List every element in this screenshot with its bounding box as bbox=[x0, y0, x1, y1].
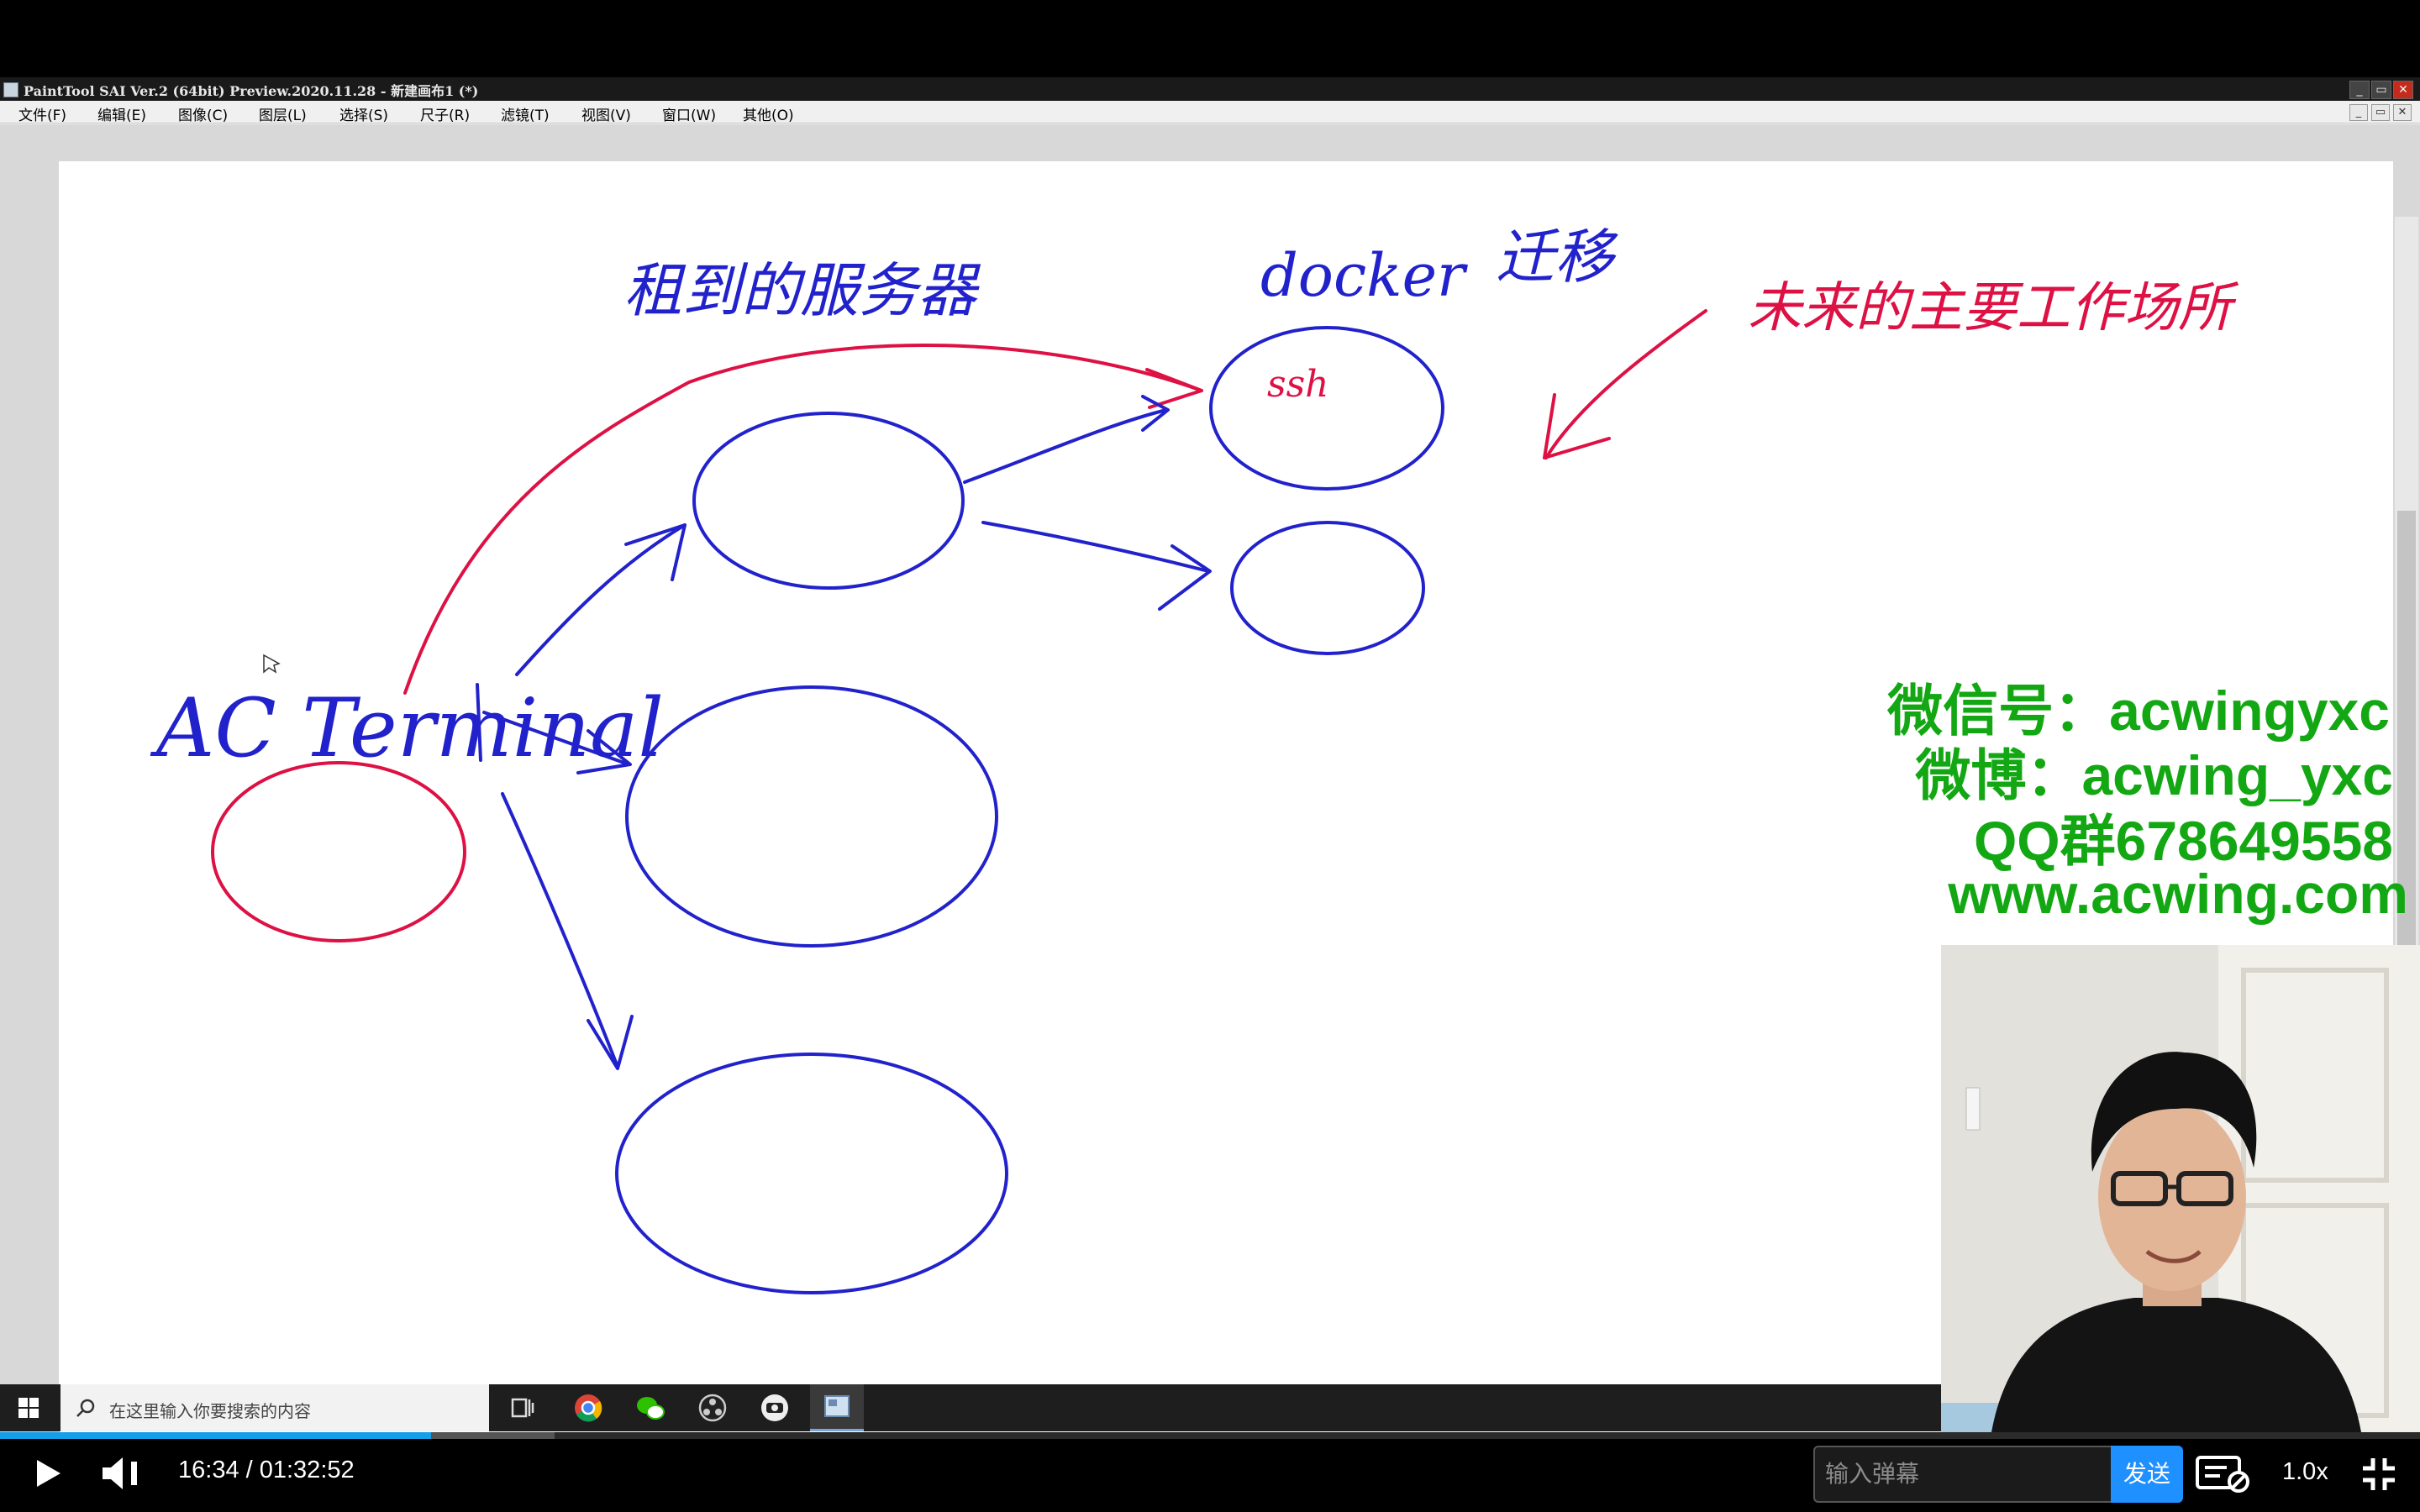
server-ellipse-1 bbox=[692, 412, 965, 590]
terminal-bar bbox=[476, 683, 482, 762]
playback-speed-button[interactable]: 1.0x bbox=[2282, 1458, 2328, 1485]
ac-terminal-label: AC Terminal bbox=[150, 681, 664, 775]
workplace-arrowhead bbox=[1543, 393, 1611, 459]
obs-icon[interactable] bbox=[692, 1391, 733, 1425]
future-workplace-label: 未来的主要工作场所 bbox=[1748, 277, 2239, 339]
arrow-to-docker-2 bbox=[981, 521, 1210, 573]
search-placeholder: 在这里输入你要搜索的内容 bbox=[109, 1401, 311, 1421]
server-ellipse-2 bbox=[625, 685, 998, 948]
exit-fullscreen-icon[interactable] bbox=[2361, 1457, 2396, 1492]
docker-ellipse-ssh bbox=[1209, 326, 1444, 491]
arrowhead-3 bbox=[587, 1015, 634, 1070]
watermark-site: www.acwing.com bbox=[1948, 863, 2408, 925]
send-danmaku-button[interactable]: 发送 bbox=[2111, 1446, 2183, 1503]
time-display: 16:34 / 01:32:52 bbox=[178, 1457, 355, 1483]
screen-record-icon[interactable] bbox=[755, 1391, 795, 1425]
doc-restore-button[interactable]: ▭ bbox=[2371, 104, 2390, 121]
menu-filter[interactable]: 滤镜(T) bbox=[501, 108, 550, 124]
wechat-icon[interactable] bbox=[630, 1391, 671, 1425]
progress-bar[interactable] bbox=[0, 1432, 2420, 1439]
migrate-label: 迁移 bbox=[1496, 223, 1618, 291]
menu-edit[interactable]: 编辑(E) bbox=[97, 108, 147, 124]
minimize-button[interactable]: _ bbox=[2349, 81, 2370, 99]
arrow-to-server-3 bbox=[501, 792, 619, 1068]
doc-close-button[interactable]: ✕ bbox=[2393, 104, 2412, 121]
windows-taskbar: 在这里输入你要搜索的内容 bbox=[0, 1384, 1941, 1431]
menu-ruler[interactable]: 尺子(R) bbox=[420, 108, 471, 124]
chrome-icon[interactable] bbox=[568, 1391, 608, 1425]
sai-icon bbox=[824, 1395, 850, 1417]
menu-layer[interactable]: 图层(L) bbox=[259, 108, 307, 124]
play-icon[interactable] bbox=[30, 1457, 64, 1490]
arrowhead-2 bbox=[576, 729, 632, 774]
danmaku-settings-icon[interactable] bbox=[2195, 1455, 2254, 1494]
window-title: PaintTool SAI Ver.2 (64bit) Preview.2020… bbox=[24, 83, 479, 99]
progress-fill bbox=[0, 1432, 431, 1439]
workplace-arrow bbox=[1544, 309, 1707, 459]
arrowhead-1 bbox=[624, 523, 687, 581]
rented-servers-label: 租到的服务器 bbox=[623, 256, 981, 325]
maximize-button[interactable]: ▭ bbox=[2371, 81, 2391, 99]
menu-other[interactable]: 其他(O) bbox=[743, 108, 794, 124]
menu-bar: 文件(F) 编辑(E) 图像(C) 图层(L) 选择(S) 尺子(R) 滤镜(T… bbox=[0, 101, 2420, 124]
server-ellipse-3 bbox=[615, 1053, 1008, 1294]
close-button[interactable]: ✕ bbox=[2393, 81, 2413, 99]
arrow-to-docker-1 bbox=[963, 408, 1168, 484]
watermark-weibo: 微博：acwing_yxc bbox=[1915, 744, 2393, 806]
task-view-icon[interactable] bbox=[502, 1391, 543, 1425]
arrow-to-server-1 bbox=[515, 523, 687, 676]
watermark-qq: QQ群678649558 bbox=[1973, 810, 2393, 872]
docker-ellipse-2 bbox=[1230, 521, 1425, 655]
menu-image[interactable]: 图像(C) bbox=[178, 108, 229, 124]
menu-select[interactable]: 选择(S) bbox=[339, 108, 389, 124]
mouse-cursor-icon bbox=[263, 654, 281, 674]
terminal-ellipse bbox=[211, 761, 466, 942]
watermark-wechat: 微信号：acwingyxc bbox=[1887, 680, 2390, 742]
danmaku-input[interactable] bbox=[1813, 1446, 2112, 1503]
doc-minimize-button[interactable]: _ bbox=[2349, 104, 2368, 121]
red-migration-arrow bbox=[403, 343, 1203, 695]
title-bar: PaintTool SAI Ver.2 (64bit) Preview.2020… bbox=[0, 77, 2420, 101]
app-icon bbox=[3, 82, 18, 97]
search-icon bbox=[76, 1399, 95, 1417]
menu-view[interactable]: 视图(V) bbox=[581, 108, 631, 124]
menu-file[interactable]: 文件(F) bbox=[18, 108, 67, 124]
windows-logo-icon bbox=[18, 1398, 39, 1418]
red-arrowhead bbox=[1145, 368, 1203, 409]
sai-taskbar-item[interactable] bbox=[810, 1384, 864, 1431]
menu-window[interactable]: 窗口(W) bbox=[662, 108, 717, 124]
webcam-overlay bbox=[1941, 945, 2420, 1432]
taskbar-search-box[interactable]: 在这里输入你要搜索的内容 bbox=[60, 1384, 489, 1431]
docker-label: docker bbox=[1260, 241, 1468, 310]
ssh-label: ssh bbox=[1267, 363, 1329, 406]
arrowhead-5 bbox=[1158, 544, 1212, 611]
volume-mute-icon[interactable] bbox=[99, 1455, 145, 1492]
arrow-to-server-2 bbox=[482, 711, 630, 766]
presenter-video bbox=[1941, 945, 2420, 1432]
arrowhead-4 bbox=[1141, 395, 1170, 432]
start-button[interactable] bbox=[0, 1384, 59, 1431]
